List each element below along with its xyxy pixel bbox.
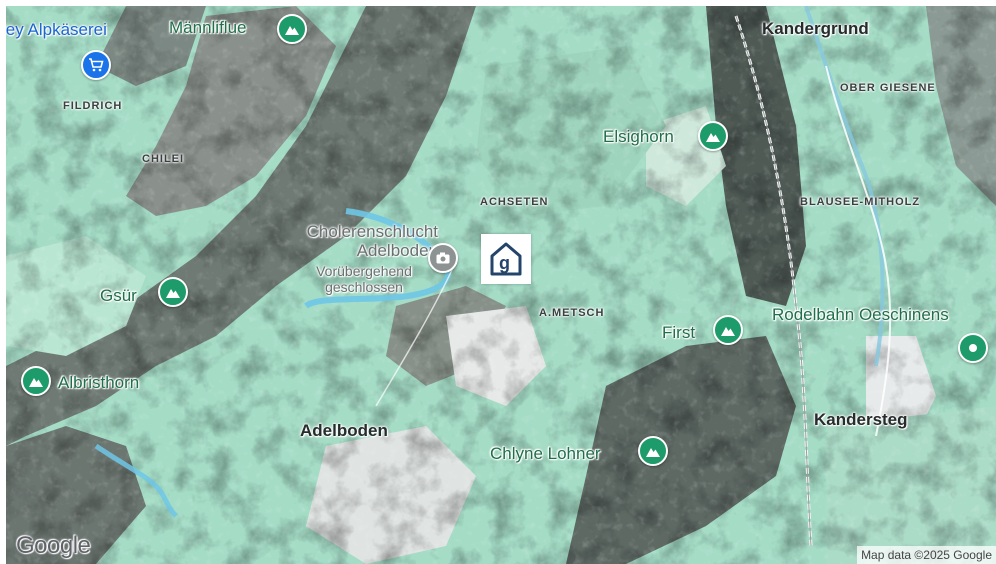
- peak-pin-gsuer[interactable]: [158, 277, 188, 312]
- locality-label-achseten: ACHSETEN: [480, 196, 549, 208]
- locality-label-blausee-mitholz: BLAUSEE-MITHOLZ: [800, 196, 921, 208]
- peak-label-maennliflue[interactable]: Männliflue: [169, 18, 247, 37]
- town-label-kandersteg[interactable]: Kandersteg: [814, 410, 908, 429]
- photo-spot-status-line1: Vorübergehend: [316, 263, 412, 279]
- shopping-cart-icon: [89, 58, 104, 72]
- photo-spot-name-line2: Adelboden: [356, 241, 438, 260]
- peak-pin-chlyne-lohner[interactable]: [638, 436, 668, 471]
- shop-pin[interactable]: [81, 50, 111, 85]
- mountain-icon: [706, 133, 720, 142]
- locality-label-ober-giesene: OBER GIESENE: [840, 82, 936, 94]
- peak-label-chlyne-lohner[interactable]: Chlyne Lohner: [490, 444, 601, 463]
- attraction-pin[interactable]: [958, 333, 988, 368]
- mountain-icon: [721, 327, 735, 336]
- town-label-kandergrund[interactable]: Kandergrund: [762, 19, 869, 38]
- peak-label-albristhorn[interactable]: Albristhorn: [58, 373, 140, 392]
- locality-label-a-metsch: A.METSCH: [539, 307, 605, 319]
- map-canvas[interactable]: g Kandergrund Adelboden Kandersteg FILDR…: [6, 6, 996, 564]
- mountain-icon: [285, 26, 299, 35]
- photo-spot-pin[interactable]: [428, 243, 458, 278]
- mountain-icon: [646, 448, 660, 457]
- photo-spot-label[interactable]: Cholerenschlucht Adelboden: [252, 223, 438, 259]
- peak-label-first[interactable]: First: [662, 323, 696, 342]
- attraction-label[interactable]: Rodelbahn Oeschinens: [772, 305, 949, 324]
- peak-label-elsighorn[interactable]: Elsighorn: [603, 127, 674, 146]
- peak-pin-first[interactable]: [713, 315, 743, 350]
- peak-label-gsuer[interactable]: Gsür: [100, 286, 137, 305]
- peak-pin-maennliflue[interactable]: [277, 14, 307, 49]
- house-icon: [490, 242, 522, 276]
- map-pin-icon: [969, 344, 977, 352]
- peak-pin-albristhorn[interactable]: [21, 366, 51, 401]
- shop-label[interactable]: ley Alpkäserei: [6, 20, 107, 39]
- mountain-icon: [29, 378, 43, 387]
- photo-spot-name-line1: Cholerenschlucht: [306, 222, 438, 241]
- google-logo: Google: [16, 532, 91, 559]
- property-badge-letter: g: [499, 253, 510, 273]
- map-attribution[interactable]: Map data ©2025 Google: [857, 546, 996, 564]
- photo-spot-status: Vorübergehend geschlossen: [302, 264, 426, 294]
- property-badge[interactable]: g: [481, 234, 531, 284]
- locality-label-chilei: CHILEI: [142, 153, 185, 165]
- town-label-adelboden[interactable]: Adelboden: [300, 421, 388, 440]
- photo-spot-status-line2: geschlossen: [325, 279, 403, 295]
- mountain-icon: [166, 289, 180, 298]
- peak-pin-elsighorn[interactable]: [698, 121, 728, 156]
- camera-icon: [436, 252, 450, 264]
- locality-label-fildrich: FILDRICH: [63, 100, 123, 112]
